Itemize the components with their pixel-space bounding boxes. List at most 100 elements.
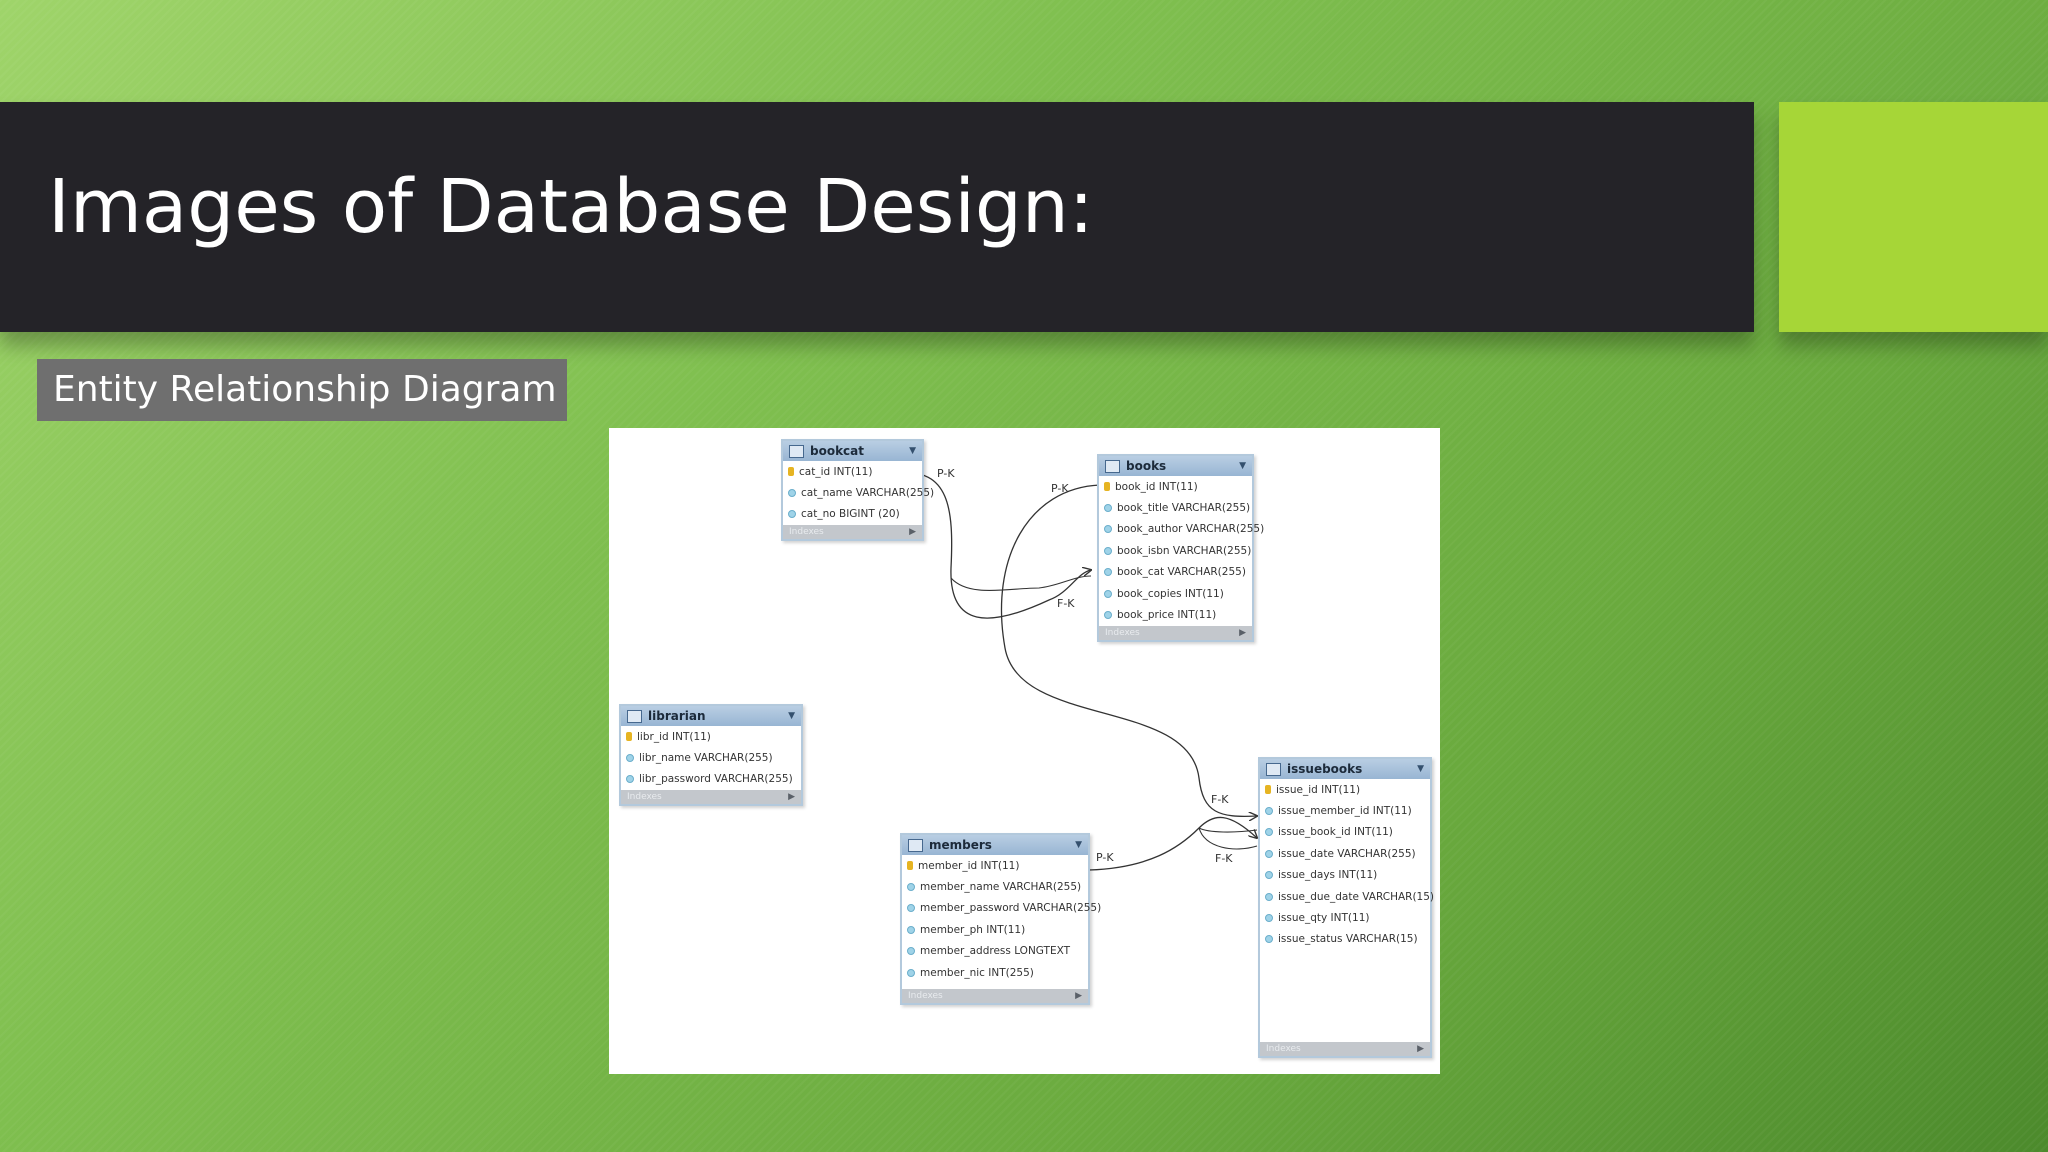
indexes-footer[interactable]: Indexes▶ — [902, 989, 1088, 1004]
chevron-down-icon[interactable]: ▼ — [1417, 764, 1424, 774]
column-icon — [907, 904, 915, 913]
entity-field: member_nic INT(255) — [902, 962, 1088, 983]
chevron-down-icon[interactable]: ▼ — [1239, 461, 1246, 471]
column-icon — [1104, 546, 1112, 555]
er-diagram: P-K F-K P-K F-K P-K F-K bookcat ▼ cat_id… — [609, 428, 1440, 1074]
indexes-footer[interactable]: Indexes▶ — [1260, 1042, 1430, 1057]
entity-field: book_title VARCHAR(255) — [1099, 497, 1252, 518]
entity-header: issuebooks ▼ — [1260, 759, 1430, 779]
entity-field: issue_qty INT(11) — [1260, 907, 1430, 928]
entity-field: book_copies INT(11) — [1099, 583, 1252, 604]
subtitle-box: Entity Relationship Diagram — [37, 359, 567, 421]
entity-books[interactable]: books ▼ book_id INT(11) book_title VARCH… — [1097, 454, 1264, 642]
relation-label-fk: F-K — [1211, 793, 1229, 806]
column-icon — [1104, 568, 1112, 577]
play-arrow-icon: ▶ — [909, 527, 916, 538]
entity-header: books ▼ — [1099, 456, 1252, 476]
entity-field: issue_days INT(11) — [1260, 865, 1430, 886]
relation-books-issuebooks — [1000, 484, 1257, 816]
column-icon — [788, 510, 796, 519]
title-bar: Images of Database Design: — [0, 102, 1754, 332]
chevron-down-icon[interactable]: ▼ — [1075, 840, 1082, 850]
entity-field: member_id INT(11) — [902, 855, 1088, 876]
entity-field: issue_status VARCHAR(15) — [1260, 929, 1430, 950]
relation-label-fk: F-K — [1215, 852, 1233, 865]
relation-label-pk: P-K — [937, 467, 955, 480]
column-icon — [1104, 611, 1112, 620]
column-icon — [1265, 914, 1273, 923]
indexes-footer[interactable]: Indexes▶ — [621, 790, 801, 805]
entity-header: bookcat ▼ — [783, 441, 922, 461]
chevron-down-icon[interactable]: ▼ — [909, 446, 916, 456]
relation-label-pk: P-K — [1096, 851, 1114, 864]
accent-block — [1779, 102, 2048, 332]
entity-name: books — [1126, 459, 1167, 473]
relation-bookcat-books-tail — [950, 575, 1092, 592]
table-icon — [627, 709, 642, 723]
table-icon — [1105, 459, 1120, 473]
column-icon — [1104, 525, 1112, 534]
column-icon — [1265, 849, 1273, 858]
entity-name: members — [929, 838, 992, 852]
column-icon — [626, 775, 634, 784]
relation-fork-upper — [1198, 827, 1258, 833]
indexes-footer[interactable]: Indexes▶ — [783, 525, 922, 540]
primary-key-icon — [626, 732, 632, 742]
entity-field: book_cat VARCHAR(255) — [1099, 562, 1252, 583]
column-icon — [1104, 504, 1112, 513]
slide-title: Images of Database Design: — [48, 164, 1094, 250]
column-icon — [1265, 807, 1273, 816]
entity-field: libr_name VARCHAR(255) — [621, 747, 801, 768]
column-icon — [1265, 871, 1273, 880]
column-icon — [907, 925, 915, 934]
relationship-lines — [897, 471, 1440, 871]
column-icon — [1104, 589, 1112, 598]
play-arrow-icon: ▶ — [1075, 991, 1082, 1002]
entity-field: libr_id INT(11) — [621, 726, 801, 747]
column-icon — [1265, 828, 1273, 837]
entity-field: issue_due_date VARCHAR(15) — [1260, 886, 1434, 907]
column-icon — [907, 968, 915, 977]
primary-key-icon — [1104, 482, 1110, 492]
entity-issuebooks[interactable]: issuebooks ▼ issue_id INT(11) issue_memb… — [1258, 757, 1434, 1059]
relation-label-pk: P-K — [1051, 482, 1069, 495]
relation-label-fk: F-K — [1057, 597, 1075, 610]
table-icon — [789, 444, 804, 458]
entity-field: cat_name VARCHAR(255) — [783, 482, 934, 503]
entity-field: cat_id INT(11) — [783, 461, 922, 482]
entity-bookcat[interactable]: bookcat ▼ cat_id INT(11) cat_name VARCHA… — [781, 439, 934, 542]
relation-bookcat-books — [897, 471, 1091, 619]
chevron-down-icon[interactable]: ▼ — [788, 711, 795, 721]
column-icon — [788, 489, 796, 498]
column-icon — [907, 883, 915, 892]
entity-name: issuebooks — [1287, 762, 1363, 776]
table-icon — [1266, 762, 1281, 776]
entity-field: book_isbn VARCHAR(255) — [1099, 540, 1252, 561]
entity-field: issue_member_id INT(11) — [1260, 800, 1430, 821]
slide-subtitle: Entity Relationship Diagram — [53, 369, 557, 410]
column-icon — [1265, 935, 1273, 944]
entity-field: member_ph INT(11) — [902, 919, 1088, 940]
entity-field: book_price INT(11) — [1099, 604, 1252, 625]
play-arrow-icon: ▶ — [1417, 1044, 1424, 1055]
relation-fork-lower — [1198, 827, 1258, 850]
entity-members[interactable]: members ▼ member_id INT(11) member_name … — [900, 833, 1101, 1006]
column-icon — [907, 947, 915, 956]
entity-librarian[interactable]: librarian ▼ libr_id INT(11) libr_name VA… — [619, 704, 803, 807]
entity-field: book_author VARCHAR(255) — [1099, 519, 1264, 540]
indexes-footer[interactable]: Indexes▶ — [1099, 625, 1252, 640]
entity-field: libr_password VARCHAR(255) — [621, 769, 801, 790]
relation-members-issuebooks — [1088, 816, 1257, 871]
primary-key-icon — [788, 467, 794, 477]
entity-header: members ▼ — [902, 835, 1088, 855]
entity-field: member_address LONGTEXT — [902, 941, 1088, 962]
entity-field: issue_id INT(11) — [1260, 779, 1430, 800]
entity-header: librarian ▼ — [621, 706, 801, 726]
entity-field: cat_no BIGINT (20) — [783, 504, 922, 525]
entity-name: librarian — [648, 709, 706, 723]
column-icon — [1265, 892, 1273, 901]
play-arrow-icon: ▶ — [1239, 627, 1246, 638]
entity-field: issue_book_id INT(11) — [1260, 822, 1430, 843]
entity-field: book_id INT(11) — [1099, 476, 1252, 497]
entity-field: issue_date VARCHAR(255) — [1260, 843, 1430, 864]
